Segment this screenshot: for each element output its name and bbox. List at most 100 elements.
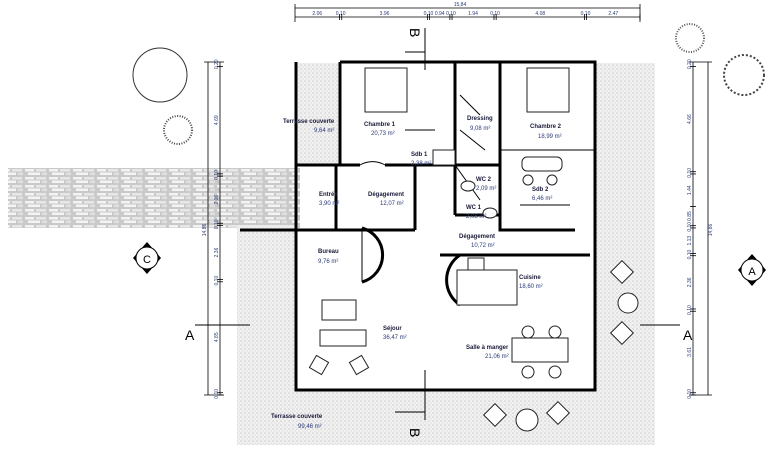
stove-icon [467, 257, 485, 271]
bathtub-icon [521, 156, 563, 172]
room-area: 6,46 m² [532, 196, 552, 202]
room-name: Salle à manger [466, 345, 509, 351]
dim-label: 4.66 [687, 114, 693, 124]
room-name: Séjour [383, 326, 402, 332]
dim-label: 4.08 [535, 11, 545, 17]
room-area: 9,64 m² [314, 128, 334, 134]
room-area: 9,08 m² [470, 126, 490, 132]
dim-label: 2.06 [214, 195, 220, 205]
dim-right: 0.204.660.101.440.850.101.130.102.360.10… [687, 59, 696, 399]
dim-label: 0.94 [435, 11, 445, 17]
toilet-icon [482, 207, 498, 219]
chair-icon [521, 365, 535, 379]
room-name: WC 1 [466, 205, 482, 211]
dim-label: 2.06 [312, 11, 322, 17]
section-b-bottom: B [407, 428, 423, 437]
dim-label: 0.10 [214, 170, 220, 180]
section-a-right: A [683, 327, 693, 343]
armchair-icon [308, 354, 330, 376]
dim-label: 3.96 [380, 11, 390, 17]
dim-label: 0.10 [687, 305, 693, 315]
room-area: 20,73 m² [371, 131, 395, 137]
walls [240, 60, 597, 392]
lounge-chair-icon [482, 402, 508, 428]
dim-label: 0.10 [336, 11, 346, 17]
dim-label: 0.10 [581, 11, 591, 17]
dim-label: 0.20 [214, 59, 220, 69]
dim-label: 1.13 [687, 236, 693, 246]
room-area: 2,38 m² [411, 161, 431, 167]
room-name: Chambre 1 [364, 122, 396, 128]
dim-label: 2.47 [608, 11, 618, 17]
room-name: Sdb 1 [411, 152, 428, 158]
bed-icon [526, 67, 570, 113]
shower-icon [432, 149, 456, 166]
room-area: 21,06 m² [485, 354, 509, 360]
elevation-c-label: C [143, 254, 151, 266]
dim-label: 2.36 [214, 247, 220, 257]
dim-label: 0.10 [687, 222, 693, 232]
dim-label: 0.10 [490, 11, 500, 17]
dim-label: 0.20 [687, 59, 693, 69]
room-area: 36,47 m² [383, 335, 407, 341]
room-area: 9,76 m² [318, 259, 338, 265]
tree-icon [132, 47, 188, 103]
shrub-icon [163, 115, 193, 145]
furniture [308, 67, 639, 432]
dim-right-total: 14,86 [708, 224, 714, 237]
room-name: WC 2 [476, 177, 492, 183]
room-name: Dégagement [368, 192, 404, 198]
stone-walkway [8, 168, 300, 228]
trees [132, 23, 765, 145]
room-labels: Terrasse couverte 9,64 m² Chambre 1 20,7… [271, 116, 562, 430]
dim-label: 0.10 [214, 276, 220, 286]
round-table-icon [515, 408, 539, 432]
room-name: Chambre 2 [530, 124, 562, 130]
dim-label: 0.10 [214, 219, 220, 229]
dining-table-icon [511, 337, 569, 363]
sink-icon [546, 174, 558, 186]
armchair-icon [348, 354, 370, 376]
bed-icon [364, 67, 408, 113]
room-area: 2,08 m² [466, 214, 486, 220]
room-area: 18,60 m² [519, 284, 543, 290]
lounge-chair-icon [609, 259, 635, 285]
round-table-icon [617, 292, 639, 314]
dimension-lines [204, 4, 712, 396]
dim-left-total: 14,86 [202, 224, 208, 237]
room-area: 3,90 m² [319, 201, 339, 207]
room-area: 18,99 m² [538, 134, 562, 140]
room-name: Dressing [467, 116, 493, 122]
dim-label: 0.10 [687, 168, 693, 178]
terraces [8, 63, 655, 445]
chair-icon [521, 325, 535, 339]
dim-label: 1.94 [468, 11, 478, 17]
dim-label: 0.10 [687, 249, 693, 259]
sofa-icon [321, 299, 357, 321]
dim-label: 0.10 [214, 389, 220, 399]
chair-icon [548, 325, 562, 339]
lounge-chair-icon [545, 400, 571, 426]
shrub-icon [675, 23, 705, 53]
room-area: 2,09 m² [476, 186, 496, 192]
dim-label: 2.36 [687, 277, 693, 287]
dim-label: 0.85 [687, 211, 693, 221]
room-area: 12,07 m² [380, 201, 404, 207]
table-low-icon [319, 329, 367, 347]
dim-label: 4.85 [214, 332, 220, 342]
room-area: 99,46 m² [298, 424, 322, 430]
dim-label: 1.44 [687, 185, 693, 195]
tree-icon [723, 54, 765, 96]
dim-left: 0.20 4.69 0.10 2.06 0.10 2.36 0.10 4.85 0.10 [214, 59, 223, 399]
dim-top-total: 15,84 [454, 2, 467, 8]
room-area: 10,72 m² [471, 243, 495, 249]
section-b-top: B [407, 28, 423, 37]
section-a-left: A [185, 327, 195, 343]
dim-label: 0.10 [687, 389, 693, 399]
room-name: Sdb 2 [532, 187, 549, 193]
terrace-surround [237, 63, 655, 445]
dim-label: 0.10 [446, 11, 456, 17]
dim-label: 4.69 [214, 115, 220, 125]
